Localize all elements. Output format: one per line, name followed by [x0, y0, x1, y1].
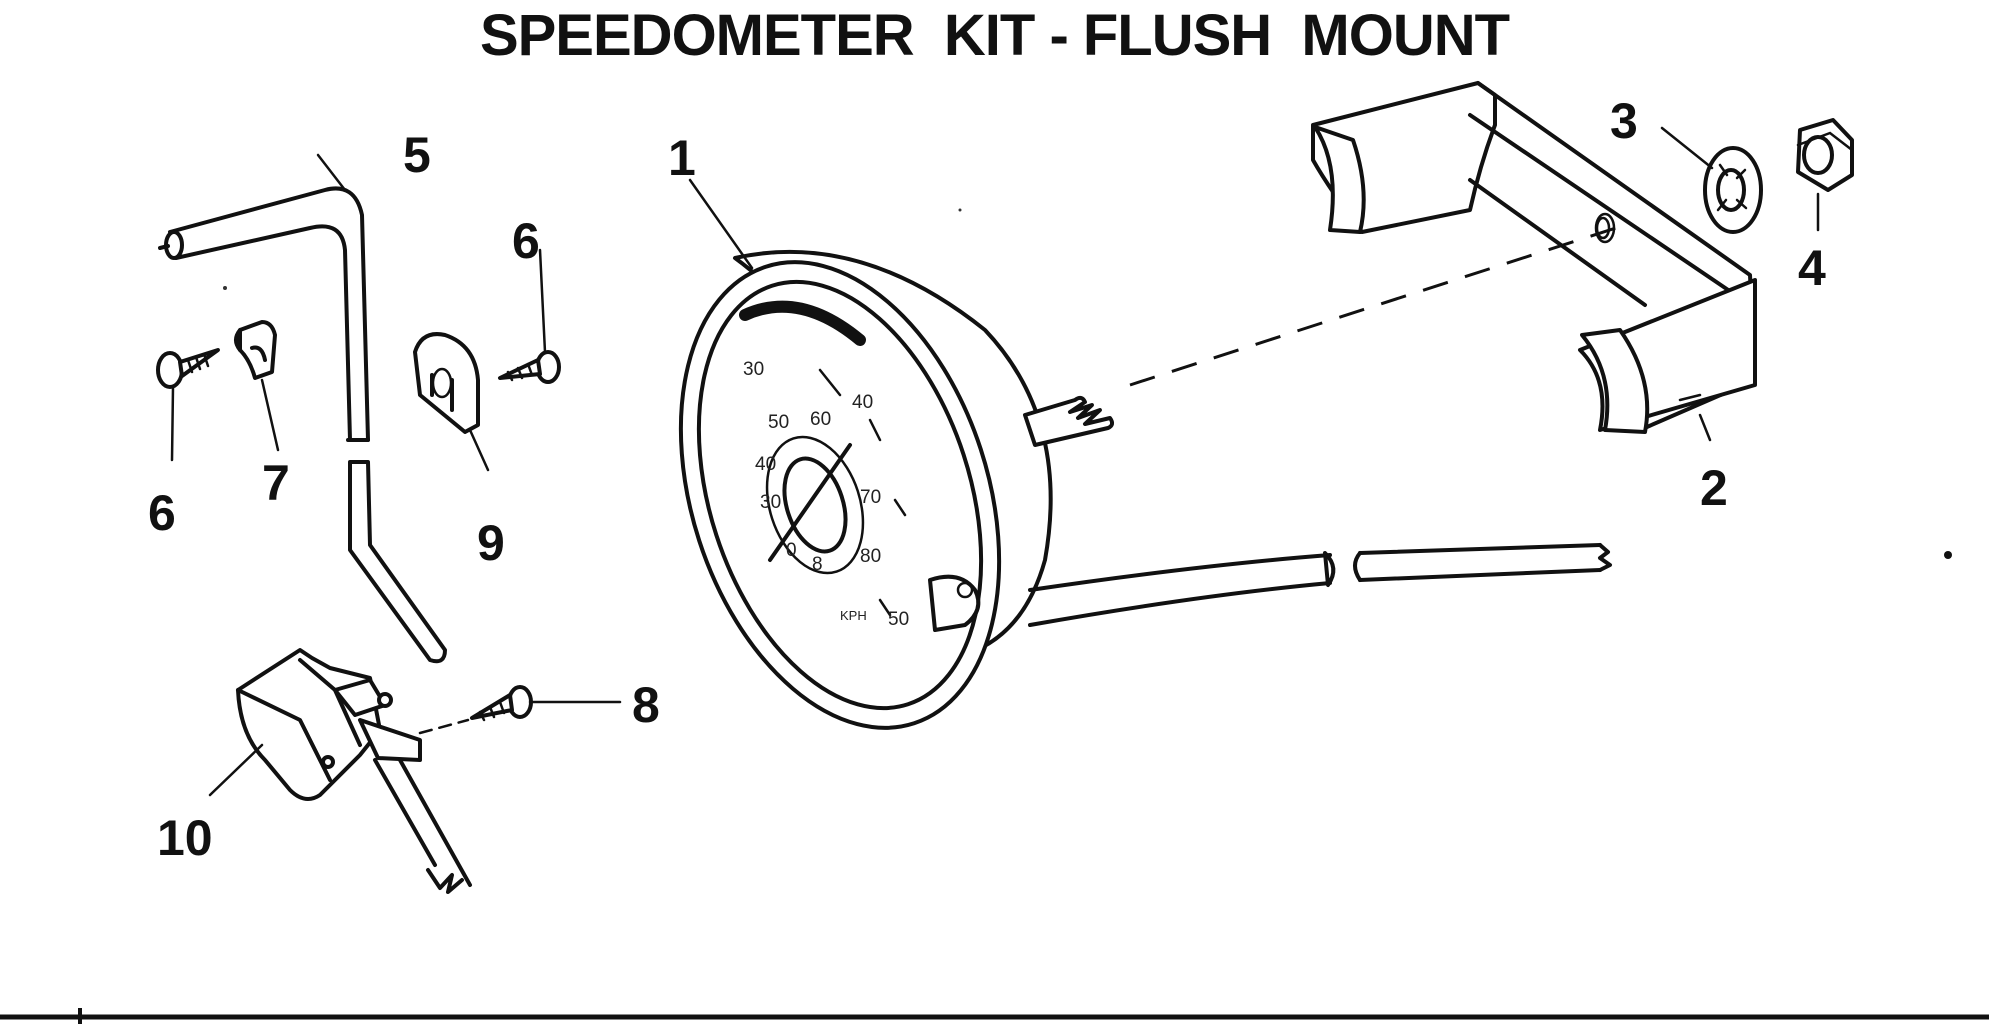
wire-tube [158, 186, 447, 664]
callout-2: 2 [1700, 460, 1728, 516]
dial-mark: 30 [743, 359, 764, 380]
lock-washer [1703, 146, 1763, 234]
dial-mark: 70 [860, 487, 881, 508]
callout-5: 5 [403, 127, 431, 183]
leader-lines [170, 126, 1820, 797]
mounting-bracket [1311, 81, 1757, 434]
callout-1: 1 [668, 130, 696, 186]
speedometer-cable [1028, 543, 1612, 627]
wire-clip [234, 320, 277, 380]
screw-right [498, 350, 561, 384]
dial-mark: 30 [760, 492, 781, 513]
sender-unit [236, 648, 472, 894]
callout-3: 3 [1610, 93, 1638, 149]
hex-nut [1796, 118, 1854, 192]
callout-9: 9 [477, 515, 505, 571]
dial-mark: 60 [810, 409, 831, 430]
screw-bottom [418, 685, 533, 735]
callout-7: 7 [262, 455, 290, 511]
mounting-plate [413, 332, 480, 434]
dial-mark: 50 [888, 609, 909, 630]
dial-mark: 0 [786, 540, 797, 561]
dial-mark: 8 [812, 554, 823, 575]
diagram-title: SPEEDOMETER KIT - FLUSH MOUNT [479, 3, 1510, 68]
callout-4: 4 [1798, 240, 1826, 296]
dial-mark: 40 [852, 392, 873, 413]
dial-mark: 80 [860, 546, 881, 567]
callout-10: 10 [157, 810, 213, 866]
dial-unit: KPH [840, 608, 867, 623]
callout-6-right: 6 [512, 213, 540, 269]
dial-mark: 50 [768, 412, 789, 433]
callout-8: 8 [632, 677, 660, 733]
callout-6-left: 6 [148, 485, 176, 541]
screw-left [156, 348, 220, 389]
speedometer-gauge: 30 50 60 40 40 70 30 80 50 0 8 KPH [678, 249, 1115, 730]
dial-mark: 40 [755, 454, 776, 475]
frame-border [0, 1008, 1989, 1024]
